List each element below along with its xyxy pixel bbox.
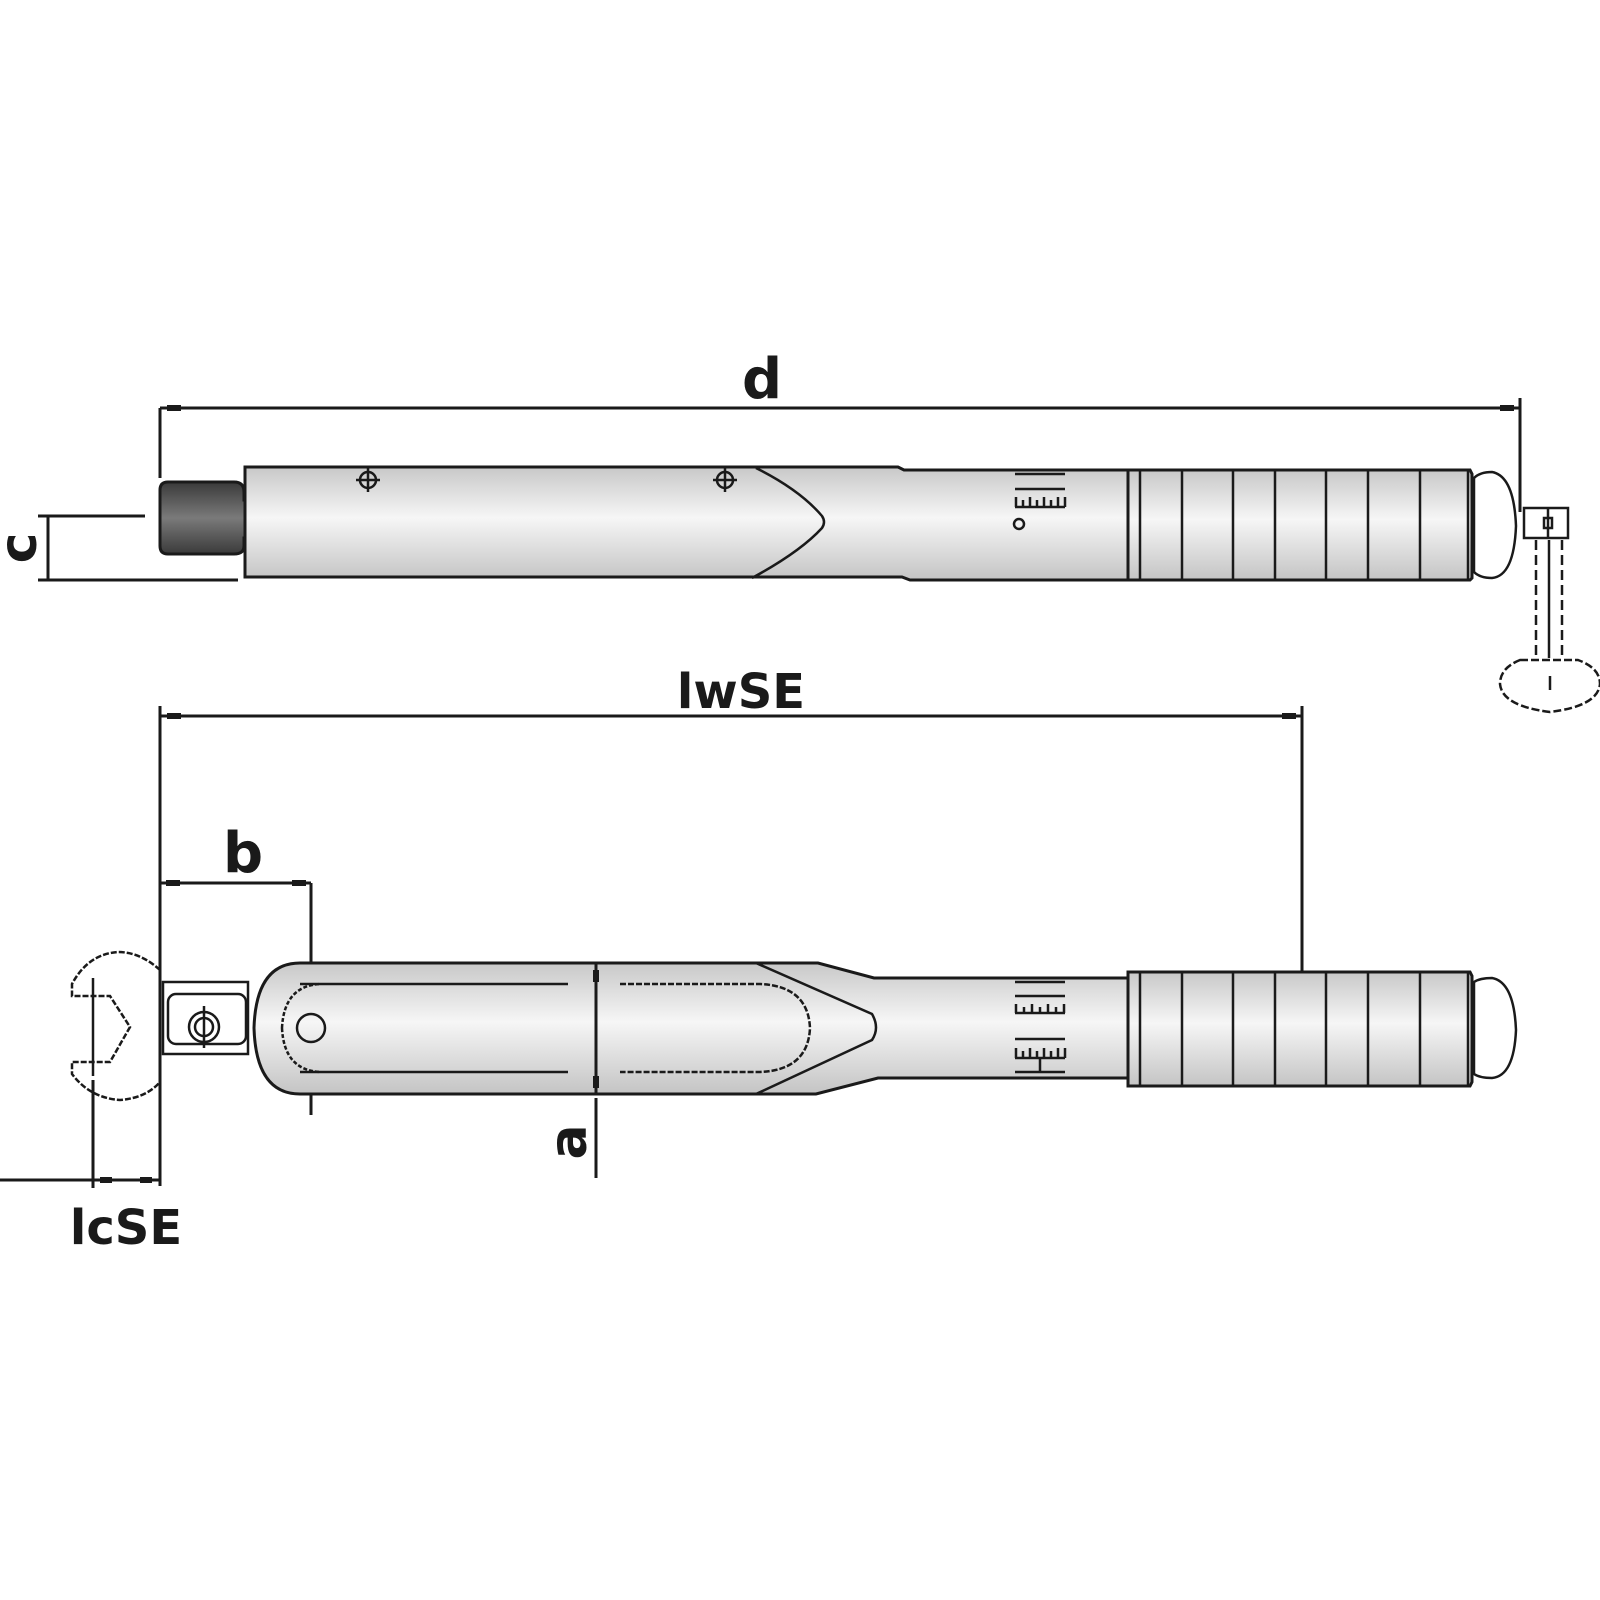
crosshair-icon: [713, 468, 737, 492]
label-d: d: [742, 347, 782, 412]
v-marking-front: [755, 961, 878, 1096]
label-lwSE: lwSE: [677, 664, 805, 720]
front-view: lwSE b: [0, 664, 1518, 1256]
grip-top: [1126, 468, 1518, 582]
insert-block: [166, 992, 248, 1046]
slot-lines: [300, 982, 568, 1074]
end-cap-front: [1472, 976, 1518, 1080]
v-marking: [751, 466, 826, 580]
pivot-icon: [295, 1012, 327, 1044]
dimension-lcSE: lcSE: [0, 1080, 182, 1256]
label-b: b: [223, 821, 263, 886]
end-cap: [1472, 470, 1518, 580]
dimension-c: c: [0, 514, 238, 582]
scale-marking-front: [1014, 980, 1067, 1074]
top-view: d c: [0, 347, 1600, 714]
wrench-body-front: [252, 961, 1132, 1096]
label-c: c: [0, 533, 49, 564]
wrench-body-top: [243, 465, 1132, 582]
bolt-icon: [187, 1006, 221, 1048]
label-a: a: [539, 1124, 599, 1159]
dimension-a: a: [539, 963, 599, 1178]
adjuster-handle: [1498, 506, 1600, 714]
scale-marking: [1012, 472, 1067, 531]
square-drive: [158, 480, 260, 556]
crosshair-icon: [356, 468, 380, 492]
spanner-head: [70, 950, 162, 1102]
grip-front: [1126, 970, 1518, 1088]
label-lcSE: lcSE: [70, 1200, 182, 1256]
dimension-d: d: [158, 347, 1522, 512]
dimension-lwSE: lwSE: [158, 664, 1304, 1186]
